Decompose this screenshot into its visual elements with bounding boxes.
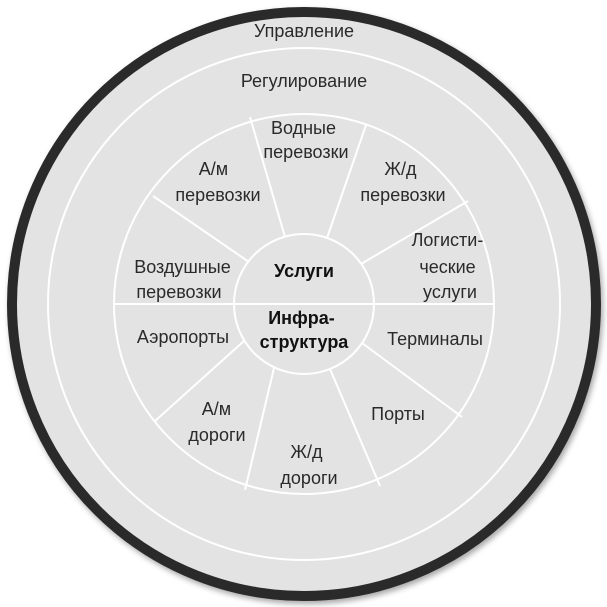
sector-terminals: Терминалы [387, 329, 483, 349]
divider-terminals-ports [361, 342, 463, 418]
ring-label-management: Управление [254, 21, 354, 41]
divider-road-air [152, 195, 250, 263]
divider-ports-railroads [329, 368, 381, 487]
sector-water-transport: Водные перевозки [263, 118, 348, 162]
sector-ports: Порты [371, 404, 425, 424]
divider-railroads-roads [244, 367, 275, 491]
sector-railroads: Ж/д дороги [280, 442, 337, 488]
sector-road-transport: А/м перевозки [175, 159, 260, 205]
divider-water-left [249, 116, 286, 238]
sector-roads: А/м дороги [188, 399, 245, 445]
center-label-infrastructure-line1: Инфра- [268, 308, 335, 328]
divider-roads-airports [154, 340, 245, 422]
ring-label-regulation: Регулирование [241, 71, 367, 91]
divider-rail-logistics [360, 200, 469, 265]
center-label-infrastructure-line2: структура [260, 332, 350, 352]
sector-rail-transport: Ж/д перевозки [360, 159, 445, 205]
sector-air-transport: Воздушные перевозки [134, 257, 236, 302]
sector-airports: Аэропорты [137, 327, 229, 347]
divider-water-right [326, 124, 367, 239]
center-label-services: Услуги [274, 261, 334, 281]
sector-logistics-services: Логисти- ческие услуги [412, 230, 489, 302]
ring-regulation [47, 47, 561, 561]
center-label-infrastructure: Инфра- структура [260, 308, 350, 352]
